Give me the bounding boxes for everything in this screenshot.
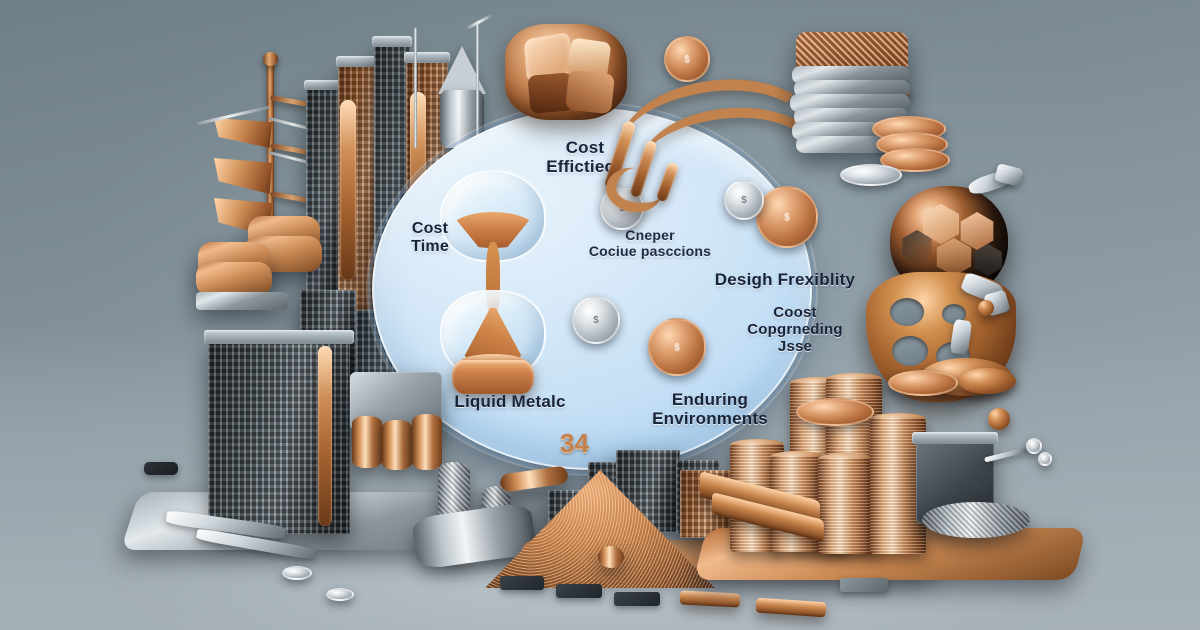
copper-tube <box>598 546 624 568</box>
main-tower-roof <box>204 330 354 344</box>
antenna-rod <box>476 22 479 172</box>
dollar-sign-icon: $ <box>741 194 747 206</box>
number-34: 34 <box>560 428 589 458</box>
silver-coin-flat <box>840 164 902 186</box>
dollar-coin-copper: $ <box>756 186 818 248</box>
floor-tile <box>840 578 888 592</box>
dollar-sign-icon: $ <box>674 341 680 353</box>
label-liquid-metal: Liquid Metalc <box>454 392 566 411</box>
dollar-coin-silver: $ <box>724 180 764 220</box>
base-plate <box>196 292 288 310</box>
honeycomb-hex-facet <box>902 230 932 264</box>
small-ring <box>1038 452 1052 466</box>
machinery-cylinder <box>412 414 442 470</box>
spire-rod <box>414 28 417 148</box>
machine-roof <box>912 432 998 444</box>
copper-blob <box>958 368 1016 394</box>
label-cost-time: Cost Time <box>411 220 449 255</box>
label-cost-upgrading: Coost Copgrneding Jsse <box>747 304 843 355</box>
nugget-facet <box>565 69 615 115</box>
dollar-coin-copper: $ <box>664 36 710 82</box>
floor-tile <box>614 592 660 606</box>
drip-hole <box>890 298 924 326</box>
dark-block <box>144 462 178 475</box>
copper-disc-stack <box>196 262 272 296</box>
tower-copper-edge <box>318 346 332 526</box>
tower-roof <box>336 56 380 67</box>
dollar-coin-copper: $ <box>648 318 706 376</box>
coin-stack-body <box>818 458 874 554</box>
copper-flag <box>214 118 272 148</box>
label-enduring-environments: Enduring Environments <box>652 390 768 429</box>
central-disc <box>372 108 812 470</box>
flag-mast <box>267 58 274 254</box>
tower-roof <box>304 80 342 90</box>
machinery-cylinder <box>382 420 412 470</box>
hourglass <box>434 168 552 398</box>
floor-tile <box>500 576 544 590</box>
mesh-dome <box>922 502 1030 538</box>
small-coin <box>326 588 354 601</box>
floating-copper-coin <box>888 370 958 396</box>
copper-nugget <box>505 24 627 120</box>
copper-droplet <box>978 300 994 316</box>
floating-copper-coin <box>796 398 874 426</box>
hourglass-base <box>452 360 534 394</box>
antenna-hook <box>466 13 494 30</box>
tower-roof <box>372 36 412 47</box>
copper-column <box>340 100 356 280</box>
flag-mast-cap <box>263 52 278 66</box>
label-cost-efficiency: Cost Effictiecy <box>546 138 624 177</box>
small-coin <box>282 566 312 580</box>
floor-tile <box>556 584 602 598</box>
silver-plate <box>790 94 910 112</box>
dollar-sign-icon: $ <box>684 53 690 65</box>
small-ring <box>1026 438 1042 454</box>
honeycomb-hex-facet <box>960 212 994 250</box>
silver-plate <box>794 80 910 97</box>
coin-stack <box>818 453 874 554</box>
label-design-flexibility: Desigh Frexiblity <box>714 270 856 289</box>
copper-droplet <box>988 408 1010 430</box>
silver-plate <box>792 66 910 84</box>
dollar-coin-silver: $ <box>572 296 620 344</box>
dollar-sign-icon: $ <box>784 211 790 223</box>
copper-flag <box>214 158 272 194</box>
drip-hole <box>892 336 928 366</box>
tower-roof <box>404 52 450 63</box>
label-cheaper-connections: Cneper Cociue pasccions <box>588 227 712 259</box>
machinery-cylinder <box>352 416 382 468</box>
dollar-sign-icon: $ <box>619 202 625 214</box>
dollar-sign-icon: $ <box>593 314 599 326</box>
